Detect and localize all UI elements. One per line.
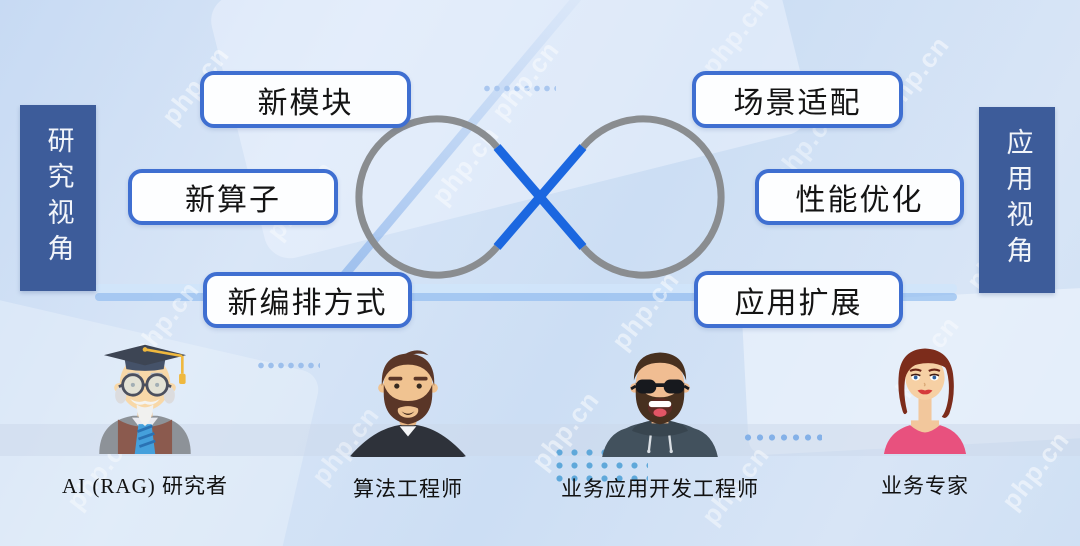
topic-label: 新编排方式: [227, 287, 388, 320]
professor-avatar: [99, 344, 191, 454]
persona-business-app-developer: 业务应用开发工程师: [530, 345, 790, 503]
topic-box-new-module: 新模块: [200, 71, 411, 128]
topic-box-new-orchestration: 新编排方式: [203, 272, 412, 328]
topic-box-scenario-adaptation: 场景适配: [692, 71, 903, 128]
sunglasses-developer-avatar: [602, 352, 718, 457]
topic-label: 场景适配: [733, 86, 862, 120]
topic-label: 性能优化: [795, 184, 924, 217]
persona-label: 业务应用开发工程师: [561, 477, 759, 501]
persona-algorithm-engineer: 算法工程师: [278, 345, 538, 503]
persona-label: 业务专家: [881, 474, 969, 498]
infinity-loop-graphic: [355, 115, 725, 279]
research-perspective-panel: 研究视角: [20, 105, 96, 291]
businesswoman-avatar: [883, 348, 967, 454]
persona-label: AI (RAG) 研究者: [62, 474, 228, 498]
persona-label: 算法工程师: [353, 477, 463, 501]
application-perspective-label: 应用视角: [1002, 128, 1033, 272]
persona-ai-rag-researcher: AI (RAG) 研究者: [15, 342, 275, 500]
application-perspective-panel: 应用视角: [979, 107, 1055, 293]
bearded-engineer-avatar: [350, 350, 466, 457]
persona-business-expert: 业务专家: [795, 342, 1055, 500]
research-perspective-label: 研究视角: [43, 126, 74, 270]
topic-label: 应用扩展: [734, 286, 863, 320]
topic-box-application-expansion: 应用扩展: [694, 271, 903, 328]
topic-label: 新算子: [185, 184, 281, 217]
topic-label: 新模块: [257, 86, 354, 120]
topic-box-performance-optimization: 性能优化: [755, 169, 964, 225]
watermark: php.cn: [695, 0, 776, 81]
topic-box-new-operator: 新算子: [128, 169, 338, 225]
